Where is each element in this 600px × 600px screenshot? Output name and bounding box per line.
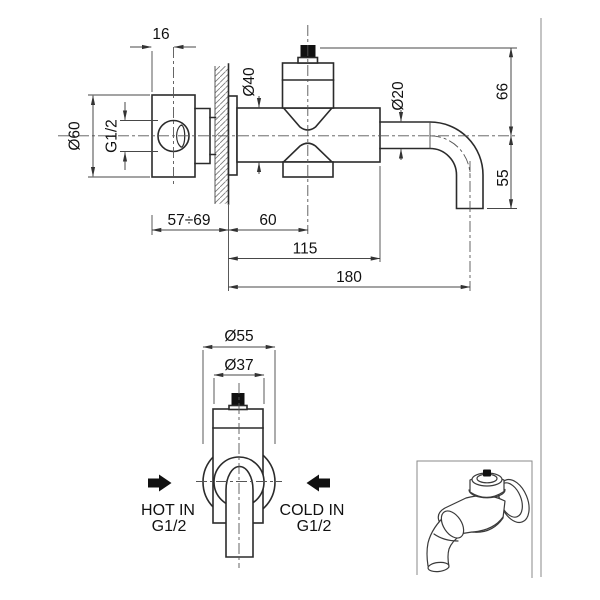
dim-dia-60: Ø60 [66,121,83,151]
dim-width-16: 16 [152,26,169,43]
bend-centerline [429,135,471,176]
dim-dia-55: Ø55 [224,328,253,345]
cold-thread-label: G1/2 [297,518,332,535]
hot-thread-label: G1/2 [152,518,187,535]
wall-hatch [215,66,229,204]
isometric-view [416,18,542,578]
iso-collar [440,510,465,539]
front-knob-base [228,404,248,411]
iso-spout-joint [433,533,459,542]
hot-in-label: HOT IN [141,502,195,519]
dim-height-55: 55 [495,169,512,186]
iso-spout-end [427,561,450,573]
lower-taper [282,142,333,163]
side-view: 16 Ø60 G1/2 Ø40 Ø20 66 55 57÷69 60 115 [58,25,517,291]
dim-length-60: 60 [259,212,277,229]
spout-outline [379,121,484,210]
dim-height-66: 66 [494,83,511,100]
dim-thread-g12: G1/2 [103,119,120,153]
thumbnail-frame [416,460,533,578]
valve-neck [209,116,217,156]
cold-in-label: COLD IN [280,502,345,519]
dim-length-115: 115 [293,241,318,258]
ext-lines-g12 [120,120,158,152]
iso-body-belly [472,516,504,533]
dim-depth-range: 57÷69 [168,212,211,229]
front-view: Ø55 Ø37 HOT IN G1/2 COLD IN G1/2 [141,328,344,568]
iso-bonnet-base [468,488,506,499]
ext-lines-d60 [88,94,150,178]
dim-length-180: 180 [336,269,362,286]
ext-lines-d37 [213,378,265,404]
faucet-body [236,107,381,163]
front-spout-tube [225,465,254,558]
cold-inlet-arrow-icon [306,474,330,492]
hot-inlet-arrow-icon [148,474,172,492]
dim-dia-40: Ø40 [241,67,258,97]
iso-knob [483,469,491,477]
dim-dia-20: Ø20 [390,81,407,111]
dim-dia-37: Ø37 [224,357,253,374]
ext-lines-d55 [202,350,276,444]
valve-step [194,107,211,165]
front-knob [231,393,245,406]
